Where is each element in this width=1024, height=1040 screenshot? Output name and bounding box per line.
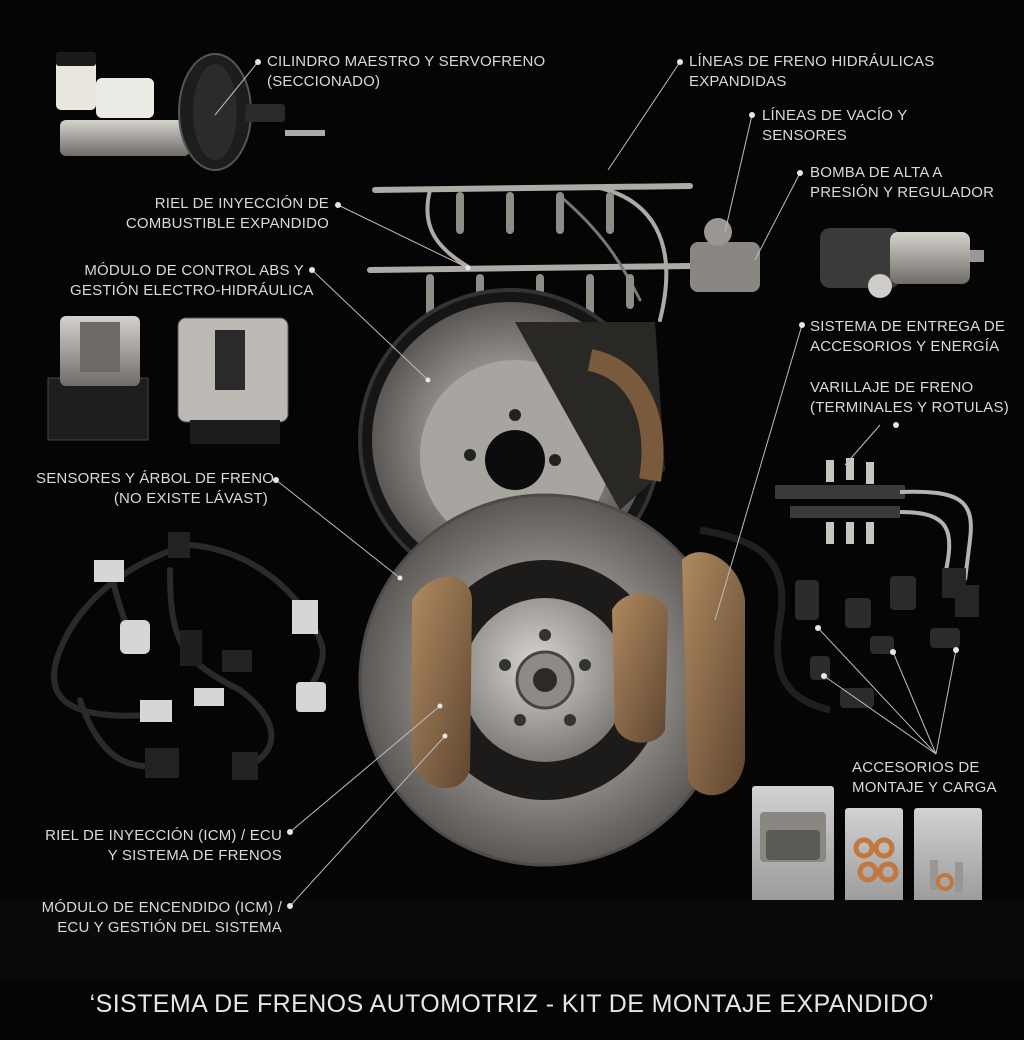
label-mounting-accessories: ACCESORIOS DE MONTAJE Y CARGA bbox=[852, 759, 997, 796]
abs-control-module bbox=[47, 316, 289, 444]
brake-caliper-center bbox=[612, 593, 668, 743]
label-abs-module: MÓDULO DE CONTROL ABS Y GESTIÓN ELECTRO-… bbox=[70, 262, 314, 299]
leader-dots bbox=[255, 59, 959, 909]
label-vacuum-lines: LÍNEAS DE VACÍO Y SENSORES bbox=[762, 107, 908, 144]
wiring-harness bbox=[51, 532, 326, 780]
master-cylinder-booster bbox=[56, 52, 325, 171]
brake-caliper-right bbox=[682, 552, 745, 796]
label-icm-ecu: RIEL DE INYECCIÓN (ICM) / ECU Y SISTEMA … bbox=[45, 827, 282, 864]
label-sensors-tree: SENSORES Y ÁRBOL DE FRENO (NO EXISTE LÁV… bbox=[36, 470, 275, 507]
label-fuel-rail: RIEL DE INYECCIÓN DE COMBUSTIBLE EXPANDI… bbox=[125, 195, 329, 232]
brake-pad-bag bbox=[752, 786, 834, 906]
brake-linkage-manifold bbox=[775, 458, 979, 617]
rear-brake-disc bbox=[358, 288, 665, 592]
label-high-pressure-pump: BOMBA DE ALTA A PRESIÓN Y REGULADOR bbox=[810, 164, 995, 201]
high-pressure-pump bbox=[820, 228, 984, 298]
mounting-clips bbox=[795, 576, 960, 708]
label-ignition-module: MÓDULO DE ENCENDIDO (ICM) / ECU Y GESTIÓ… bbox=[41, 899, 282, 936]
banjo-bolts-bag bbox=[914, 808, 982, 906]
copper-washers-bag bbox=[845, 808, 903, 906]
label-master-cylinder: CILINDRO MAESTRO Y SERVOFRENO (SECCIONAD… bbox=[267, 53, 546, 90]
floor-reflection bbox=[0, 900, 1024, 980]
brake-hose bbox=[699, 526, 831, 714]
fuel-rail-assembly bbox=[367, 183, 760, 322]
label-delivery-system: SISTEMA DE ENTREGA DE ACCESORIOS Y ENERG… bbox=[810, 318, 1006, 355]
brake-caliper-left bbox=[412, 576, 472, 789]
page-title: ‘SISTEMA DE FRENOS AUTOMOTRIZ - KIT DE M… bbox=[89, 990, 935, 1018]
label-hydraulic-lines: LÍNEAS DE FRENO HIDRÁULICAS EXPANDIDAS bbox=[689, 53, 935, 90]
label-brake-linkage: VARILLAJE DE FRENO (TERMINALES Y ROTULAS… bbox=[810, 379, 1009, 416]
leader-lines bbox=[214, 61, 957, 907]
